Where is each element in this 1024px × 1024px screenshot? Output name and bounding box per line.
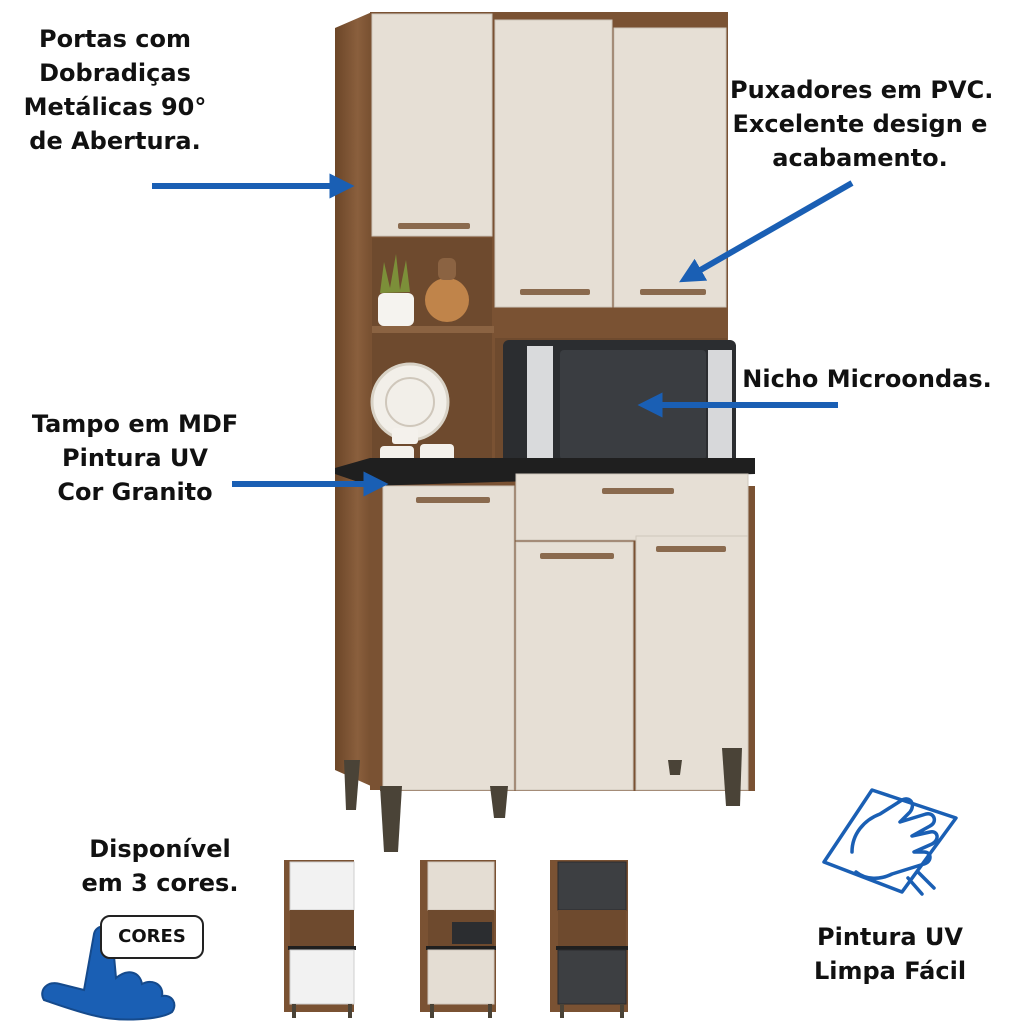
label-top: Tampo em MDF Pintura UV Cor Granito bbox=[30, 407, 240, 509]
upper-door-left bbox=[371, 13, 493, 237]
arrow-handles bbox=[679, 180, 854, 283]
label-doors: Portas com Dobradiças Metálicas 90° de A… bbox=[20, 22, 210, 158]
label-colors: Disponível em 3 cores. bbox=[70, 832, 250, 900]
variant-white bbox=[284, 860, 356, 1018]
granite-top bbox=[335, 458, 755, 486]
label-handles-line-2: Excelente design e bbox=[732, 110, 988, 138]
label-uv-line-1: Pintura UV bbox=[817, 923, 963, 951]
label-microwave-line-1: Nicho Microondas. bbox=[742, 365, 992, 393]
lower-door-left bbox=[382, 485, 515, 791]
label-colors-line-1: Disponível bbox=[89, 835, 231, 863]
label-microwave: Nicho Microondas. bbox=[742, 362, 992, 396]
microwave bbox=[503, 340, 736, 470]
label-top-line-1: Tampo em MDF bbox=[31, 410, 239, 438]
annotation-arrows bbox=[152, 173, 854, 497]
main-cabinet bbox=[335, 12, 755, 852]
drawer bbox=[515, 473, 749, 541]
cleaning-hand-icon bbox=[822, 788, 958, 896]
label-top-line-3: Cor Granito bbox=[57, 478, 213, 506]
label-handles: Puxadores em PVC. Excelente design e aca… bbox=[730, 73, 994, 175]
lower-door-middle bbox=[515, 541, 634, 791]
label-handles-line-1: Puxadores em PVC. bbox=[730, 76, 994, 104]
label-colors-line-2: em 3 cores. bbox=[81, 869, 239, 897]
label-doors-line-2: Dobradiças bbox=[39, 59, 191, 87]
label-uv-line-2: Limpa Fácil bbox=[813, 957, 967, 985]
upper-door-right bbox=[613, 27, 727, 308]
label-doors-line-3: Metálicas 90° bbox=[23, 93, 207, 121]
label-uv: Pintura UV Limpa Fácil bbox=[800, 920, 980, 988]
label-top-line-2: Pintura UV bbox=[62, 444, 208, 472]
pointing-hand-icon bbox=[41, 925, 176, 1021]
upper-door-middle bbox=[494, 19, 613, 308]
variant-cream bbox=[420, 860, 496, 1018]
label-doors-line-4: de Abertura. bbox=[29, 127, 201, 155]
lower-door-right bbox=[635, 535, 749, 791]
label-handles-line-3: acabamento. bbox=[772, 144, 948, 172]
cores-button[interactable]: CORES bbox=[100, 915, 204, 959]
label-doors-line-1: Portas com bbox=[39, 25, 191, 53]
variant-graphite bbox=[550, 860, 628, 1018]
